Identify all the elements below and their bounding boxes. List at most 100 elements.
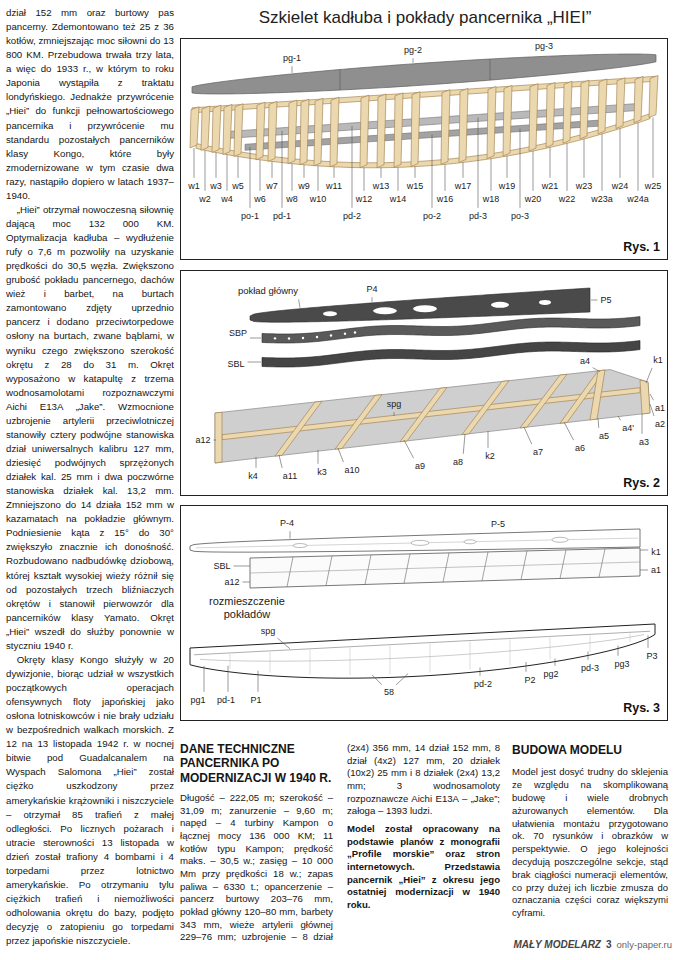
side-wall-strip — [262, 341, 640, 367]
leader-line — [292, 66, 293, 73]
part-label: spg — [261, 626, 276, 636]
figure-number: Rys. 3 — [623, 701, 660, 716]
leader-line — [646, 368, 652, 383]
part-label: k4 — [248, 471, 258, 481]
leader-line — [638, 123, 639, 191]
part-label: w7 — [266, 181, 278, 191]
transverse-frame — [400, 387, 447, 441]
leader-line — [279, 455, 282, 468]
part-label: a11 — [283, 471, 297, 481]
bulkhead-line — [470, 642, 471, 670]
leader-line — [478, 117, 479, 207]
frame-bulkhead — [487, 87, 496, 159]
leader-line — [488, 431, 489, 448]
leader-line — [567, 143, 568, 190]
part-label: k3 — [317, 467, 327, 477]
leader-line — [282, 131, 283, 208]
deck-opening — [539, 300, 551, 305]
leader-line — [480, 667, 481, 675]
frame-bulkhead — [288, 100, 297, 164]
part-label: P5 — [600, 295, 611, 305]
strip-hole — [274, 337, 276, 339]
leader-line — [364, 168, 365, 191]
part-label: a7 — [533, 447, 543, 457]
part-label: a2 — [655, 419, 665, 429]
frame-bulkhead — [649, 75, 658, 117]
main-deck-plate — [250, 288, 590, 322]
deck-opening — [552, 537, 568, 542]
part-label: w18 — [483, 194, 500, 204]
strip-hole — [302, 337, 304, 339]
part-label: pokład główny — [238, 286, 298, 297]
leader-line — [227, 155, 228, 191]
part-label: w9 — [298, 181, 310, 191]
part-label: pg3 — [614, 659, 629, 669]
part-label: w4 — [221, 194, 233, 204]
leader-line — [404, 440, 414, 458]
deck-opening — [293, 544, 307, 548]
leader-line — [248, 362, 262, 363]
frame-bulkhead — [459, 88, 468, 162]
frame-bulkhead — [546, 82, 555, 147]
frame-bulkhead — [314, 98, 323, 166]
transverse-frame — [560, 370, 605, 423]
strip-hole — [330, 334, 332, 336]
frame-bulkhead — [616, 78, 625, 129]
bulkhead-line — [510, 639, 511, 665]
part-label: P4 — [366, 284, 377, 294]
strip-hole — [316, 336, 318, 338]
footer-text: MAŁY MODELARZ — [513, 939, 601, 950]
part-label: w17 — [455, 181, 472, 191]
part-label: k1 — [651, 547, 661, 557]
part-label: w23 — [576, 181, 593, 191]
bulkhead-line — [590, 635, 591, 652]
frame-bulkhead — [503, 85, 512, 156]
deck-layers-figure — [215, 288, 650, 463]
part-label: w14 — [390, 194, 407, 204]
leader-line — [591, 300, 597, 301]
leader-line — [204, 666, 205, 692]
frame-bulkhead — [256, 102, 265, 160]
part-label: w25 — [645, 181, 662, 191]
part-label: w19 — [499, 181, 516, 191]
part-label: pg-2 — [404, 45, 422, 55]
leader-line — [381, 168, 382, 178]
leader-line — [640, 570, 648, 571]
leader-line — [491, 159, 492, 191]
structure-frame — [599, 549, 605, 577]
leader-line — [598, 418, 600, 428]
deck-opening — [491, 302, 509, 308]
part-label: a6 — [575, 443, 585, 453]
leader-line — [415, 167, 416, 178]
part-label: a5 — [599, 431, 609, 441]
frame-bulkhead — [223, 104, 232, 154]
frame-bulkhead — [330, 97, 339, 167]
frame-bulkhead — [190, 107, 199, 148]
leader-line — [593, 368, 600, 372]
upper-deck-outline — [190, 529, 640, 552]
page-footer: MAŁY MODELARZ3only-paper.ru — [513, 939, 672, 950]
body-text: Model jest dosyć trudny do sklejenia ze … — [512, 766, 668, 920]
part-label: P3 — [646, 651, 657, 661]
bulkhead-line — [430, 644, 431, 673]
structure-frame — [326, 556, 332, 586]
body-text: dział 152 mm oraz burtowy pas pancerny. … — [6, 6, 174, 203]
body-text: Okręty klasy Kongo służyły w 20 dywizjon… — [6, 653, 174, 948]
leader-line — [520, 129, 521, 208]
leader-line — [338, 448, 343, 462]
frame-bulkhead — [300, 99, 309, 165]
part-label: w5 — [232, 181, 244, 191]
frame-bulkhead — [598, 79, 607, 134]
frame-bulkhead — [634, 76, 643, 122]
part-label: pd-1 — [273, 211, 291, 221]
part-label: pg-3 — [535, 41, 553, 51]
skeleton-figure — [190, 54, 658, 168]
frame-bulkhead — [563, 81, 572, 143]
part-label: w3 — [210, 181, 222, 191]
strip-hole — [344, 332, 346, 334]
part-label: 58 — [384, 687, 394, 697]
frame-bulkhead — [394, 93, 403, 168]
leader-line — [396, 674, 408, 685]
part-label: po-3 — [511, 211, 529, 221]
